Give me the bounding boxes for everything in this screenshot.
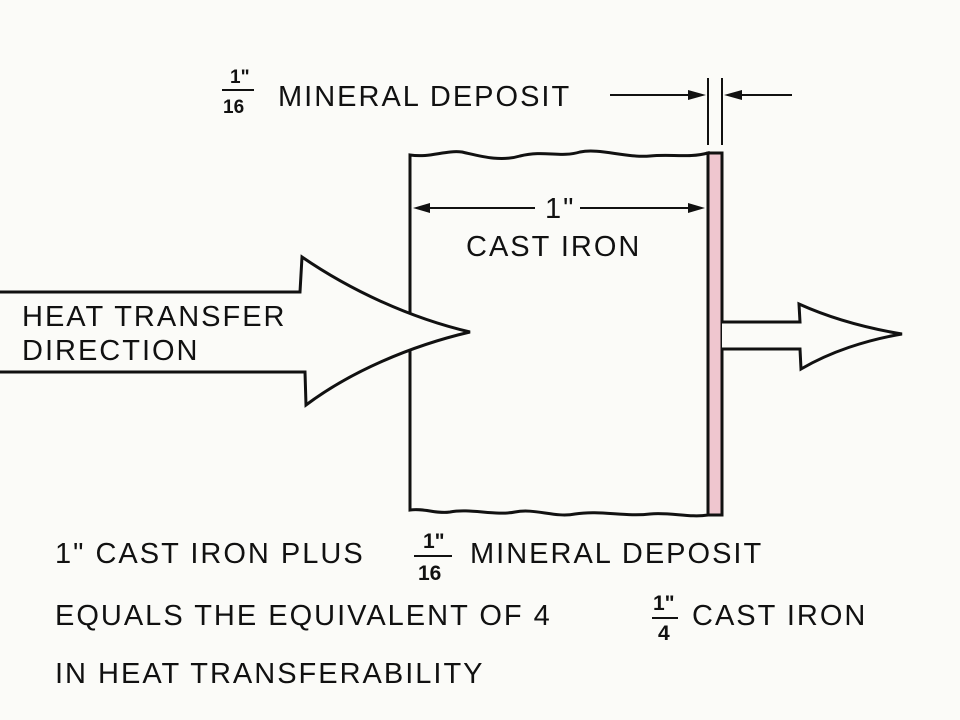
caption-line1-start: 1" CAST IRON PLUS [55,538,365,570]
caption-line2-start: EQUALS THE EQUIVALENT OF 4 [55,600,552,632]
caption-line1-end: MINERAL DEPOSIT [470,538,763,570]
deposit-arrowhead-left [688,90,706,100]
deposit-fraction-denominator: 16 [223,97,244,118]
heat-output-arrow [722,301,903,372]
heat-transfer-arrow [0,254,471,408]
wall-dimension-arrowhead-right [688,203,705,213]
cast-iron-label: CAST IRON [466,231,641,263]
caption-line1-fraction-numerator: 1" [423,530,445,553]
deposit-arrowhead-right [724,90,742,100]
deposit-fraction-numerator: 1" [230,67,250,88]
mineral-deposit-layer [706,151,724,517]
wall-dimension-label: 1" [545,193,575,225]
heat-transfer-label-line2: DIRECTION [22,335,200,367]
deposit-label: MINERAL DEPOSIT [278,81,571,113]
caption-line2-end: CAST IRON [692,600,867,632]
heat-transfer-label-line1: HEAT TRANSFER [22,301,287,333]
caption-line3: IN HEAT TRANSFERABILITY [55,658,485,690]
caption-line1-fraction-denominator: 16 [418,562,441,585]
caption-line2-fraction-numerator: 1" [653,592,675,615]
wall-dimension-arrowhead-left [413,203,430,213]
caption-line2-fraction-denominator: 4 [658,622,670,645]
